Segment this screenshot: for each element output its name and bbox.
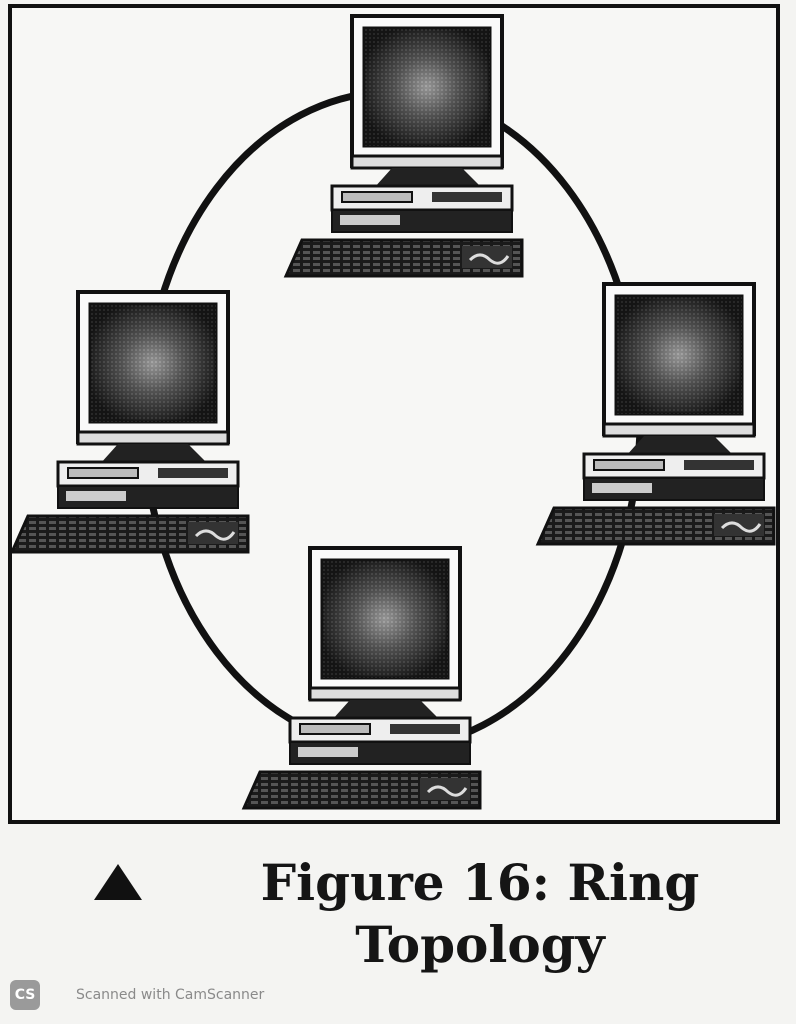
triangle-marker-icon	[94, 864, 142, 900]
caption-line-1: Figure 16: Ring	[260, 853, 700, 912]
caption-line-2: Topology	[355, 915, 605, 974]
computer-node-top	[284, 14, 524, 278]
watermark-text: Scanned with CamScanner	[76, 987, 265, 1003]
computer-node-bottom	[242, 546, 482, 810]
caption-text: Figure 16: Ring Topology	[220, 852, 740, 976]
computer-node-right	[536, 282, 776, 546]
computer-node-left	[10, 290, 250, 554]
camscanner-logo-icon: CS	[10, 980, 40, 1010]
ring-topology-diagram	[10, 14, 776, 810]
camscanner-watermark: CS Scanned with CamScanner	[10, 980, 264, 1010]
